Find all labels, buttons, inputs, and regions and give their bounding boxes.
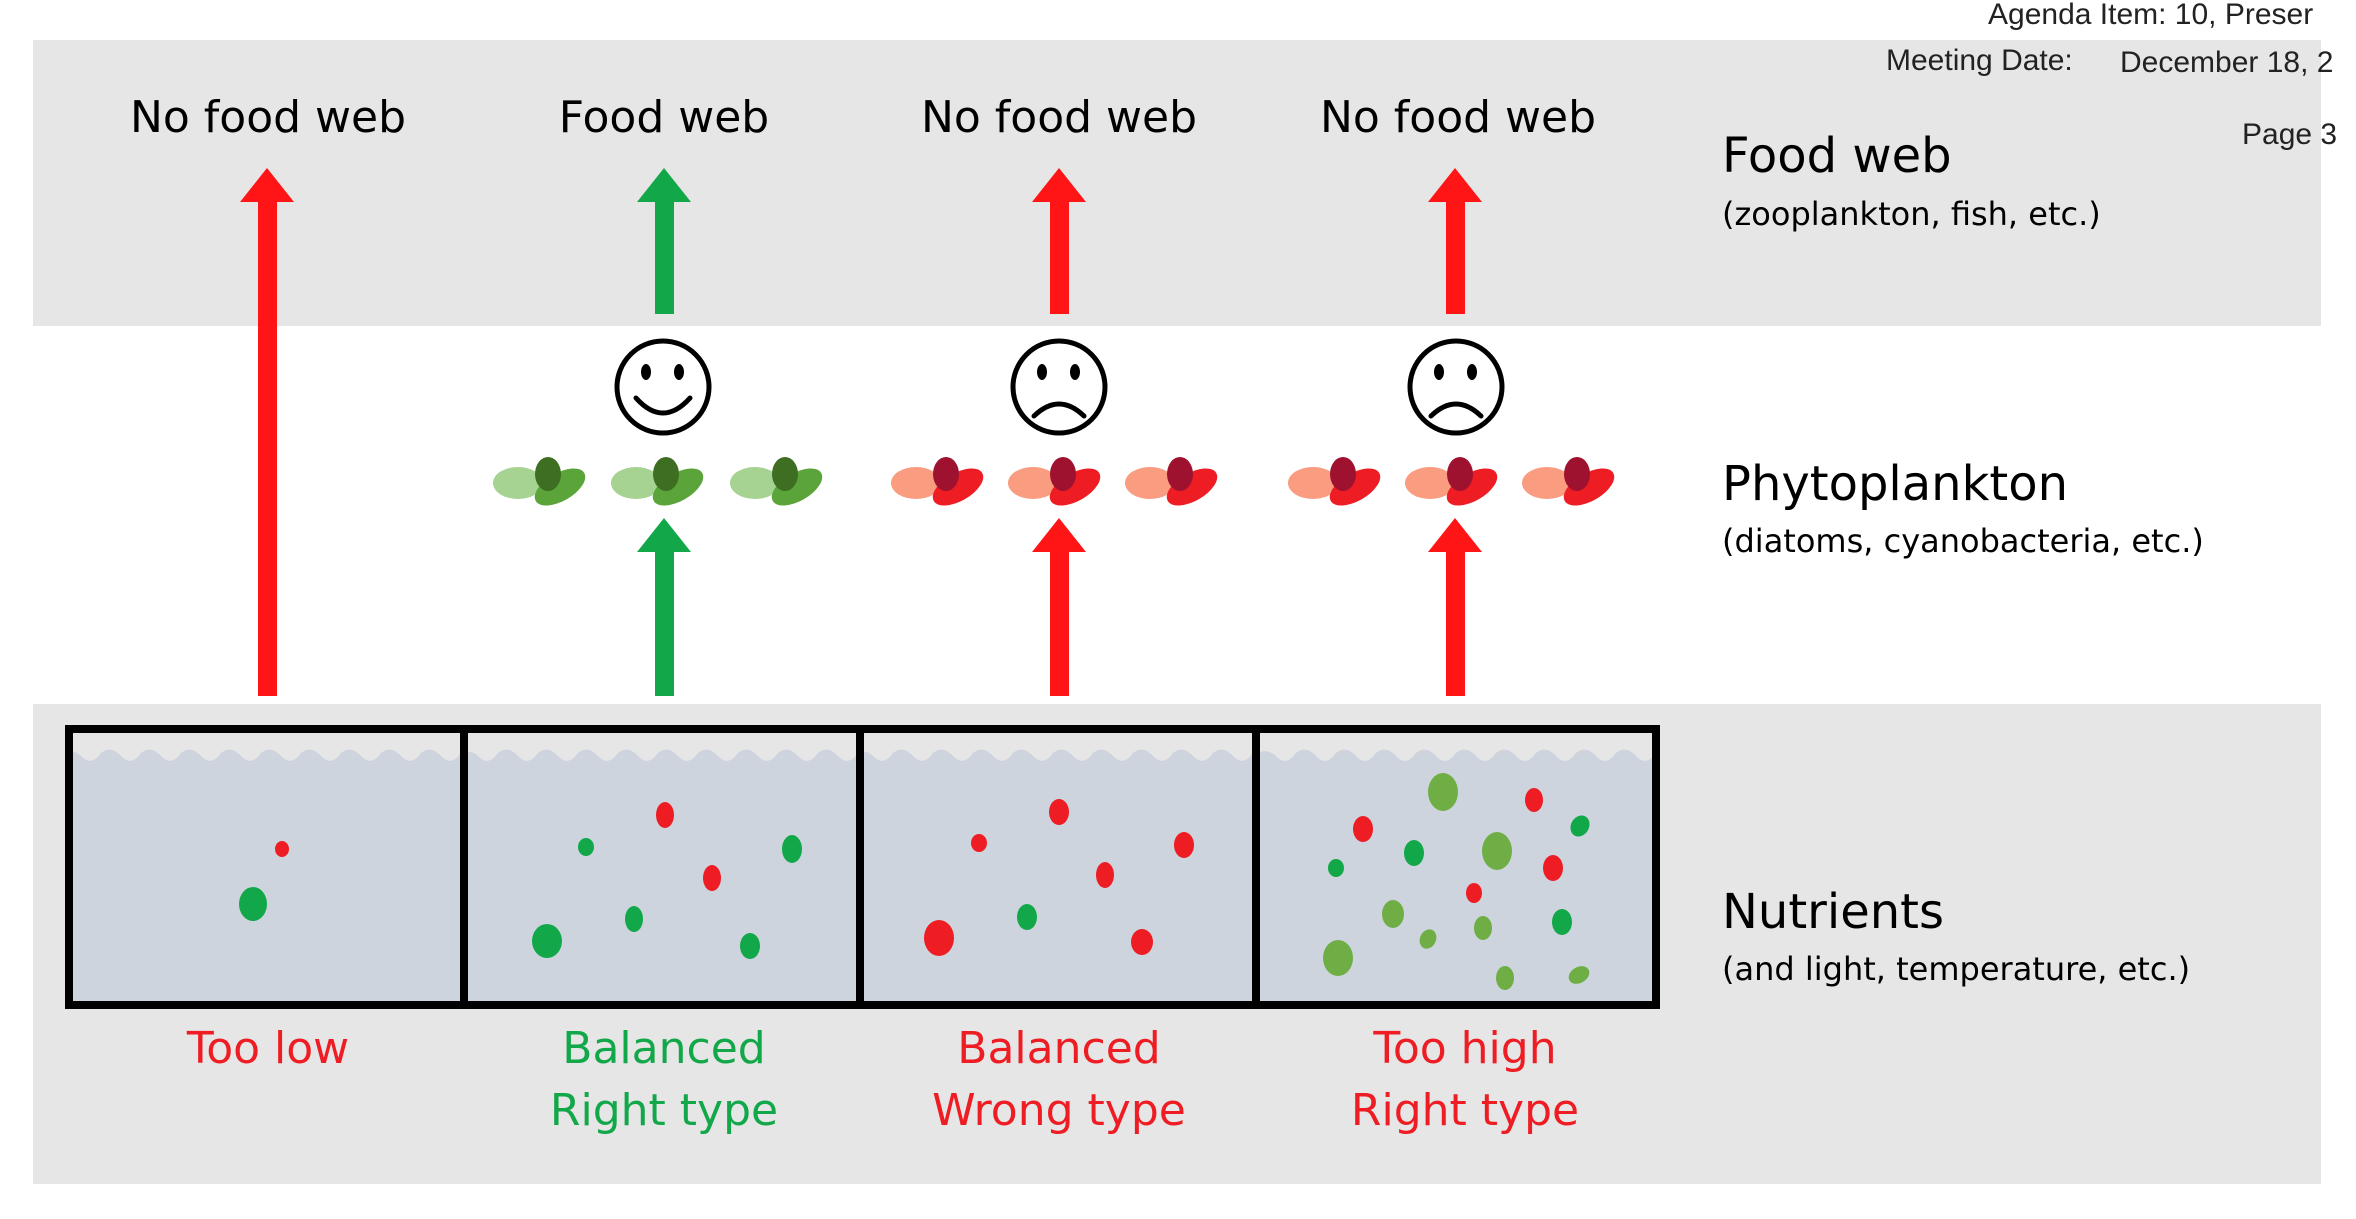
nutrient-particle (275, 841, 289, 857)
nutrient-particle (703, 865, 721, 891)
nutrient-particle (1328, 859, 1344, 877)
nutrient-particle (1049, 799, 1069, 825)
row-title-nutrients: Nutrients (1722, 884, 1944, 940)
nutrient-particle (1428, 773, 1458, 811)
nutrient-label-2: Balanced Right type (484, 1018, 844, 1142)
nutrient-particles-tank-4 (1323, 773, 1590, 990)
nutrient-label-4: Too high Right type (1285, 1018, 1645, 1142)
meeting-date-label: Meeting Date: (1886, 44, 2073, 77)
nutrient-particle (1496, 966, 1514, 990)
outcome-label-4: No food web (1319, 92, 1597, 143)
outcome-label-1: No food web (129, 92, 407, 143)
nutrient-particle (532, 924, 562, 958)
nutrient-particles-tank-2 (532, 802, 802, 959)
arrow-col-4-top-bad (1428, 168, 1482, 314)
nutrient-particle (924, 920, 954, 956)
nutrient-particle (971, 834, 987, 852)
nutrient-particle (1419, 929, 1437, 949)
tank-1 (69, 729, 461, 1005)
phytoplankton-cell-icon (611, 457, 704, 506)
row-title-food-web: Food web (1722, 128, 1952, 184)
nutrient-particle (1323, 940, 1353, 976)
nutrient-label-line-2: Right type (549, 1085, 779, 1136)
food-web-band (33, 40, 2321, 326)
nutrient-particle (1131, 929, 1153, 955)
nutrient-particle (1570, 815, 1590, 837)
nutrient-particle (1382, 900, 1404, 928)
nutrient-particle (656, 802, 674, 828)
nutrient-particle (1353, 816, 1373, 842)
nutrient-label-line-1: Balanced (562, 1023, 766, 1074)
nutrient-particle (625, 906, 643, 932)
row-subtitle-food-web: (zooplankton, fish, etc.) (1722, 195, 2101, 233)
outcome-label-2: Food web (558, 92, 770, 143)
nutrient-particle (1568, 966, 1590, 984)
phytoplankton-cell-icon (1288, 457, 1381, 506)
sad-face-icon (1407, 338, 1505, 436)
nutrient-particle (1404, 840, 1424, 866)
arrow-col-3-bottom-bad (1032, 518, 1086, 696)
nutrient-particle (1466, 883, 1482, 903)
row-subtitle-phytoplankton: (diatoms, cyanobacteria, etc.) (1722, 522, 2204, 560)
nutrient-particle (1552, 909, 1572, 935)
arrow-col-3-top-bad (1032, 168, 1086, 314)
nutrient-label-line-1: Too high (1373, 1023, 1557, 1074)
agenda-item-text: Agenda Item: 10, Preser (1988, 0, 2314, 31)
arrow-col-4-bottom-bad (1428, 518, 1482, 696)
arrow-col-1-bad (240, 168, 294, 696)
nutrient-label-3: Balanced Wrong type (879, 1018, 1239, 1142)
row-title-phytoplankton: Phytoplankton (1722, 456, 2069, 512)
tank-2 (466, 729, 858, 1005)
phytoplankton-cell-icon (1008, 457, 1101, 506)
sad-face-icon (1010, 338, 1108, 436)
nutrient-particle (740, 933, 760, 959)
nutrient-label-line-1: Balanced (957, 1023, 1161, 1074)
phytoplankton-cell-icon (730, 457, 823, 506)
nutrient-label-line-2: Wrong type (932, 1085, 1186, 1136)
phytoplankton-red-group-2 (1288, 457, 1615, 506)
row-subtitle-nutrients: (and light, temperature, etc.) (1722, 950, 2191, 988)
nutrient-label-line-2: Right type (1350, 1085, 1580, 1136)
nutrient-particle (1543, 855, 1563, 881)
nutrient-particle (578, 838, 594, 856)
nutrient-particles-tank-3 (924, 799, 1194, 956)
happy-face-icon (614, 338, 712, 436)
nutrient-particle (1482, 832, 1512, 870)
outcome-label-3: No food web (920, 92, 1198, 143)
nutrient-particle (239, 887, 267, 921)
nutrient-particle (1174, 832, 1194, 858)
phytoplankton-cell-icon (493, 457, 586, 506)
nutrient-particle (1474, 916, 1492, 940)
nutrient-particle (1096, 862, 1114, 888)
phytoplankton-cell-icon (1405, 457, 1498, 506)
phytoplankton-cell-icon (1125, 457, 1218, 506)
nutrient-particle (782, 835, 802, 863)
nutrient-label-line-1: Too low (186, 1023, 350, 1074)
page-number: Page 3 (2242, 118, 2338, 151)
phytoplankton-cell-icon (1522, 457, 1615, 506)
nutrient-particles-tank-1 (239, 841, 289, 921)
phytoplankton-cell-icon (891, 457, 984, 506)
tank-3 (861, 729, 1253, 1005)
arrow-col-2-bottom-good (637, 518, 691, 696)
meeting-date-value: December 18, 2 (2120, 46, 2334, 79)
phytoplankton-red-group-1 (891, 457, 1218, 506)
nutrient-particle (1525, 788, 1543, 812)
arrow-col-2-top-good (637, 168, 691, 314)
nutrient-label-1: Too low (88, 1018, 448, 1080)
phytoplankton-green-group (493, 457, 823, 506)
nutrient-particle (1017, 904, 1037, 930)
tank-4 (1258, 729, 1656, 1005)
